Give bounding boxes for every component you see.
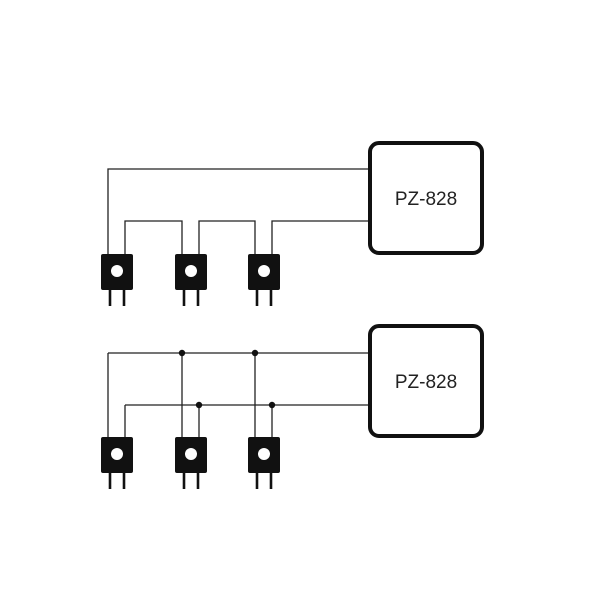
wire [124,220,183,255]
junction-dot [178,349,186,357]
sensor [175,437,207,489]
sensor [175,254,207,306]
junction-dot [251,349,259,357]
controller-box [368,141,484,255]
junction-dot [195,401,203,409]
sensor [101,254,133,306]
sensor [248,437,280,489]
controller-box [368,324,484,438]
sensor [101,437,133,489]
series-wiring-diagram: PZ-828 [101,141,484,306]
sensor [248,254,280,306]
wire [107,168,370,255]
junction-dot [268,401,276,409]
controller-label: PZ-828 [395,189,457,210]
controller-label: PZ-828 [395,372,457,393]
parallel-wiring-diagram: PZ-828 [101,324,484,489]
wire [198,220,256,255]
wire [271,220,370,255]
